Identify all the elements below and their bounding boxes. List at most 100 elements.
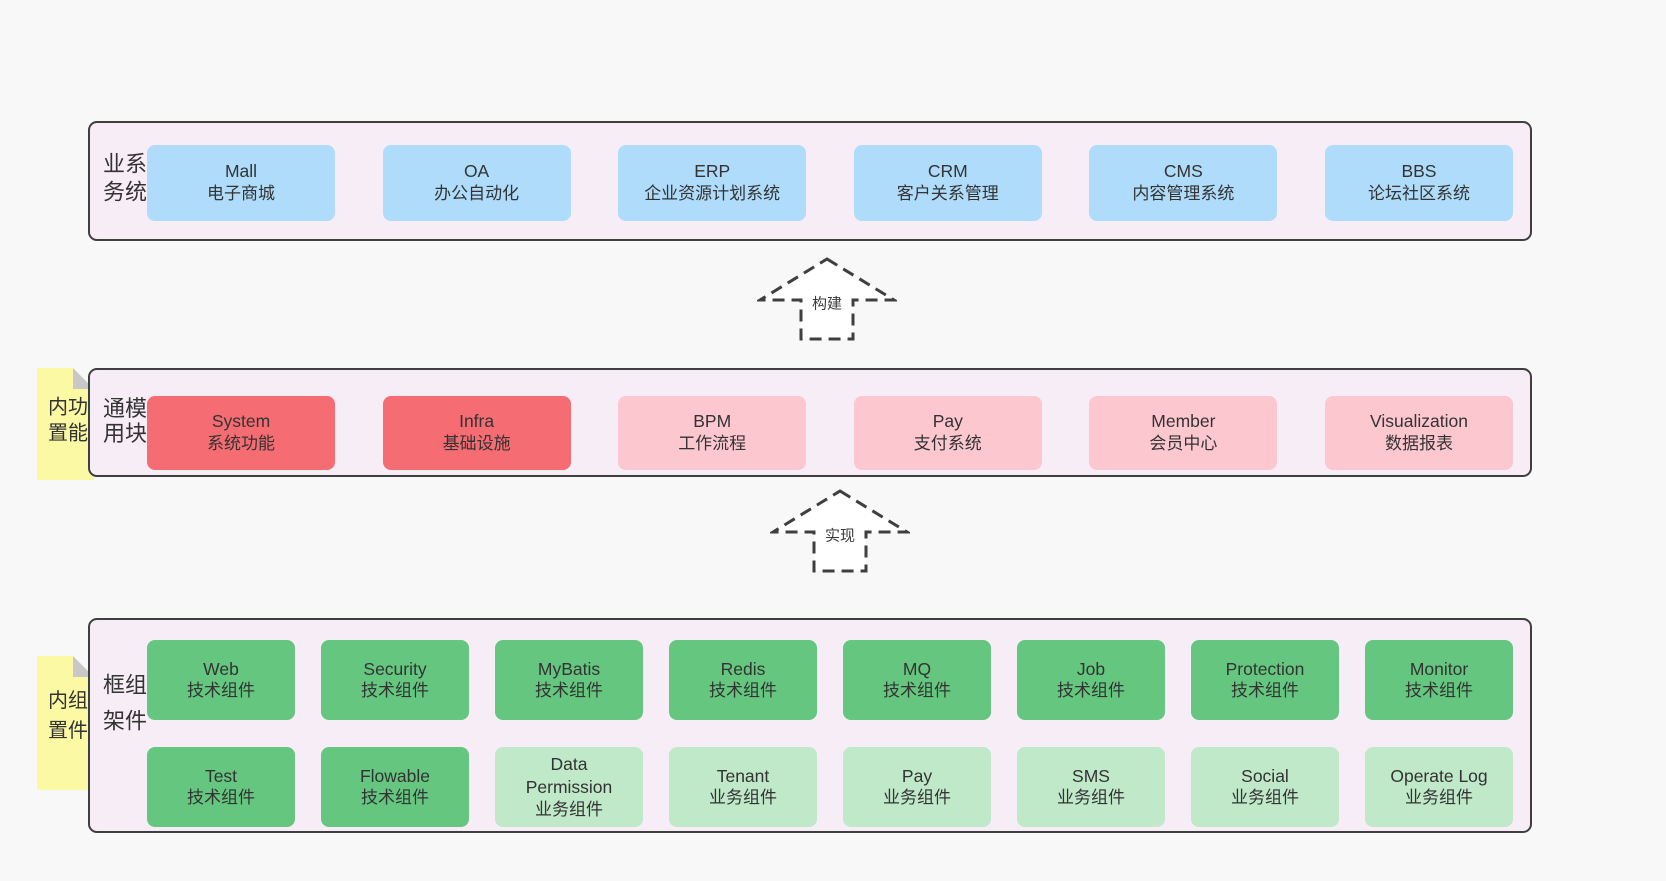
- component-desc: 技术组件: [1405, 681, 1473, 701]
- sticky-note-label: 内置组件: [44, 689, 87, 750]
- component-mybatis: MyBatis 技术组件: [495, 640, 643, 720]
- module-name: Pay: [932, 410, 963, 431]
- module-erp: ERP 企业资源计划系统: [618, 145, 807, 221]
- arrow-implement: 实现: [770, 488, 910, 574]
- module-desc: 系统功能: [207, 434, 275, 454]
- module-name: Infra: [459, 410, 495, 431]
- module-desc: 论坛社区系统: [1367, 184, 1470, 204]
- module-oa: OA 办公自动化: [382, 145, 571, 221]
- module-desc: 数据报表: [1384, 434, 1453, 454]
- component-name: Test: [204, 765, 238, 786]
- box-row: System 系统功能 Infra 基础设施 BPM 工作流程 Pay 支付系统…: [147, 396, 1513, 470]
- component-protection: Protection 技术组件: [1191, 640, 1339, 720]
- panel-framework-components: 框架组件 Web 技术组件 Security 技术组件 MyBatis 技术组件…: [88, 618, 1532, 833]
- component-name: Pay: [901, 765, 933, 786]
- component-name: Data Permission: [525, 754, 613, 797]
- component-desc: 技术组件: [361, 788, 429, 808]
- module-name: Visualization: [1370, 410, 1468, 431]
- box-row: Test 技术组件 Flowable 技术组件 Data Permission …: [147, 747, 1513, 827]
- module-desc: 办公自动化: [434, 184, 520, 204]
- panel-business-systems: 业务系统 Mall 电子商城 OA 办公自动化 ERP 企业资源计划系统 CRM…: [88, 121, 1532, 241]
- component-desc: 技术组件: [535, 681, 603, 701]
- module-bbs: BBS 论坛社区系统: [1324, 145, 1513, 221]
- module-name: System: [211, 410, 271, 431]
- component-desc: 业务组件: [709, 788, 777, 808]
- component-name: Monitor: [1409, 658, 1469, 679]
- component-name: Security: [363, 658, 427, 679]
- component-desc: 技术组件: [187, 788, 255, 808]
- component-redis: Redis 技术组件: [669, 640, 817, 720]
- panel-title: 业务系统: [100, 152, 147, 208]
- component-security: Security 技术组件: [321, 640, 469, 720]
- panel-title: 通用模块: [100, 396, 147, 447]
- panel-common-modules: 通用模块 System 系统功能 Infra 基础设施 BPM 工作流程 Pay…: [88, 368, 1532, 477]
- module-desc: 客户关系管理: [896, 184, 999, 204]
- component-sms: SMS 业务组件: [1017, 747, 1165, 827]
- module-desc: 内容管理系统: [1132, 184, 1235, 204]
- component-desc: 技术组件: [1057, 681, 1125, 701]
- module-name: Member: [1151, 410, 1216, 431]
- component-desc: 业务组件: [535, 799, 603, 819]
- component-name: Protection: [1225, 658, 1305, 679]
- arrow-label: 构建: [807, 291, 847, 315]
- module-visualization: Visualization 数据报表: [1324, 396, 1513, 470]
- module-cms: CMS 内容管理系统: [1089, 145, 1278, 221]
- module-name: CRM: [927, 160, 968, 181]
- component-desc: 技术组件: [187, 681, 255, 701]
- module-bpm: BPM 工作流程: [618, 396, 807, 470]
- module-desc: 电子商城: [207, 184, 275, 204]
- component-desc: 业务组件: [883, 788, 951, 808]
- component-web: Web 技术组件: [147, 640, 295, 720]
- component-desc: 业务组件: [1057, 788, 1125, 808]
- module-name: BPM: [693, 410, 732, 431]
- component-name: Social: [1241, 765, 1289, 786]
- module-name: CMS: [1163, 160, 1203, 181]
- component-desc: 业务组件: [1405, 788, 1473, 808]
- module-desc: 企业资源计划系统: [644, 184, 781, 204]
- module-infra: Infra 基础设施: [382, 396, 571, 470]
- component-data-permission: Data Permission 业务组件: [495, 747, 643, 827]
- component-monitor: Monitor 技术组件: [1365, 640, 1513, 720]
- sticky-note-built-in-features: 内置功能: [37, 368, 94, 480]
- module-member: Member 会员中心: [1089, 396, 1278, 470]
- component-desc: 技术组件: [361, 681, 429, 701]
- component-desc: 业务组件: [1231, 788, 1299, 808]
- module-name: Mall: [224, 160, 258, 181]
- module-mall: Mall 电子商城: [147, 145, 335, 221]
- component-job: Job 技术组件: [1017, 640, 1165, 720]
- component-name: MyBatis: [537, 658, 601, 679]
- component-desc: 技术组件: [883, 681, 951, 701]
- component-operate-log: Operate Log 业务组件: [1365, 747, 1513, 827]
- module-desc: 支付系统: [913, 434, 982, 454]
- component-flowable: Flowable 技术组件: [321, 747, 469, 827]
- component-name: Operate Log: [1390, 765, 1488, 786]
- component-test: Test 技术组件: [147, 747, 295, 827]
- panel-title: 框架组件: [100, 672, 147, 745]
- component-name: Web: [203, 658, 239, 679]
- module-system: System 系统功能: [147, 396, 335, 470]
- component-name: Job: [1076, 658, 1106, 679]
- module-desc: 基础设施: [442, 434, 511, 454]
- module-pay: Pay 支付系统: [853, 396, 1042, 470]
- component-mq: MQ 技术组件: [843, 640, 991, 720]
- box-row: Mall 电子商城 OA 办公自动化 ERP 企业资源计划系统 CRM 客户关系…: [147, 145, 1513, 221]
- box-row: Web 技术组件 Security 技术组件 MyBatis 技术组件 Redi…: [147, 640, 1513, 720]
- module-crm: CRM 客户关系管理: [853, 145, 1042, 221]
- sticky-note-label: 内置功能: [44, 396, 87, 448]
- component-name: MQ: [902, 658, 932, 679]
- component-name: Flowable: [359, 765, 431, 786]
- component-pay: Pay 业务组件: [843, 747, 991, 827]
- component-tenant: Tenant 业务组件: [669, 747, 817, 827]
- component-social: Social 业务组件: [1191, 747, 1339, 827]
- sticky-note-built-in-components: 内置组件: [37, 656, 94, 790]
- arrow-label: 实现: [820, 523, 860, 547]
- component-desc: 技术组件: [709, 681, 777, 701]
- module-name: ERP: [694, 160, 731, 181]
- component-desc: 技术组件: [1231, 681, 1299, 701]
- arrow-build: 构建: [757, 256, 897, 342]
- component-name: Redis: [720, 658, 766, 679]
- module-desc: 工作流程: [678, 434, 747, 454]
- module-name: OA: [463, 160, 490, 181]
- module-desc: 会员中心: [1149, 434, 1218, 454]
